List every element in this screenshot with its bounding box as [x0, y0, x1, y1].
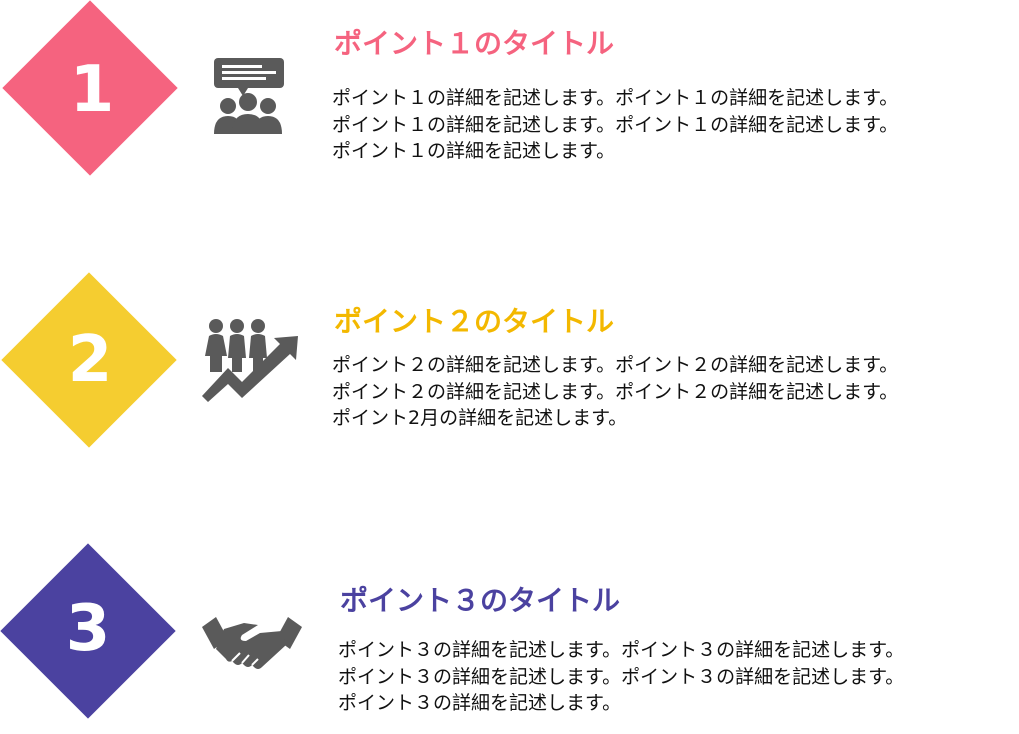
description-line: ポイント３の詳細を記述します。ポイント３の詳細を記述します。 — [338, 665, 905, 688]
point-title: ポイント１のタイトル — [334, 27, 615, 60]
description-line: ポイント２の詳細を記述します。ポイント２の詳細を記述します。 — [332, 380, 899, 403]
point-title: ポイント２のタイトル — [334, 305, 615, 338]
handshake-icon — [202, 617, 302, 669]
description-line: ポイント３の詳細を記述します。ポイント３の詳細を記述します。 — [338, 639, 905, 661]
point-title: ポイント３のタイトル — [340, 584, 621, 617]
point-description: ポイント２の詳細を記述します。ポイント２の詳細を記述します。 ポイント２の詳細を… — [332, 352, 898, 432]
point-1: 1 ポイント１のタイトル ポイント１の詳細を記述します。ポイント１の詳細を記述し… — [0, 0, 1019, 180]
description-line: ポイント２の詳細を記述します。ポイント２の詳細を記述します。 — [332, 354, 899, 376]
point-number: 3 — [65, 592, 111, 666]
point-3: 3 ポイント３のタイトル ポイント３の詳細を記述します。ポイント３の詳細を記述し… — [0, 541, 1019, 721]
point-number: 1 — [69, 53, 115, 127]
description-line: ポイント３の詳細を記述します。 — [338, 692, 622, 714]
growth-team-icon — [202, 319, 298, 402]
point-2: 2 ポイント２のタイトル ポイント２の詳細を記述します。ポイント２の詳細を記述し… — [0, 270, 1019, 450]
meeting-icon — [214, 58, 284, 134]
description-line: ポイント１の詳細を記述します。 — [332, 140, 616, 162]
description-line: ポイント１の詳細を記述します。ポイント１の詳細を記述します。 — [332, 87, 899, 109]
description-line: ポイント2月の詳細を記述します。 — [332, 407, 628, 429]
description-line: ポイント１の詳細を記述します。ポイント１の詳細を記述します。 — [332, 113, 899, 136]
point-description: ポイント３の詳細を記述します。ポイント３の詳細を記述します。 ポイント３の詳細を… — [338, 637, 904, 717]
point-description: ポイント１の詳細を記述します。ポイント１の詳細を記述します。 ポイント１の詳細を… — [332, 85, 898, 165]
point-number: 2 — [67, 323, 113, 397]
